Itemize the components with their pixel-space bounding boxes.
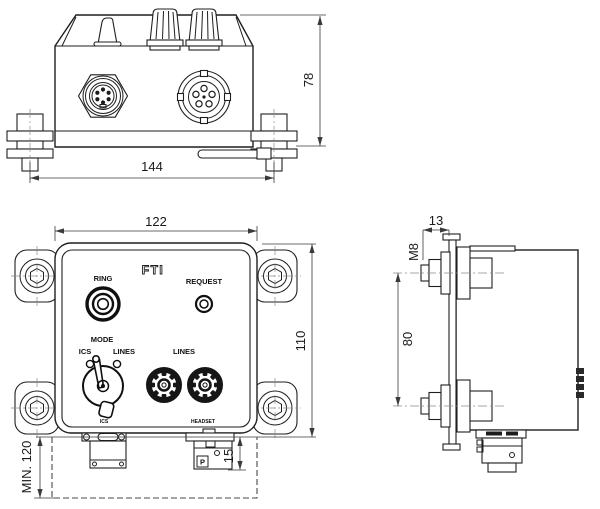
dim-front-height: 78 <box>240 14 326 147</box>
mode-label: MODE <box>91 335 114 344</box>
ring-jack[interactable] <box>85 286 121 322</box>
p-mark: P <box>200 458 205 467</box>
dim-panel-width: 122 <box>54 214 258 241</box>
dim-122-label: 122 <box>145 214 167 229</box>
lines-knob-left[interactable] <box>146 367 182 403</box>
clamp-lever <box>197 147 272 160</box>
dim-bolt-protrusion: 13 <box>422 213 450 260</box>
dim-connector-depth: 15 <box>221 437 246 471</box>
request-indicator <box>194 294 214 314</box>
lines-label: LINES <box>173 347 195 356</box>
ics-connector <box>81 432 127 469</box>
side-bottom-connector <box>475 429 527 473</box>
side-flange <box>442 233 461 451</box>
mode-lines-label: LINES <box>113 347 135 356</box>
dim-13-label: 13 <box>429 213 443 228</box>
dim-144-label: 144 <box>141 159 163 174</box>
panel-view: FTI RING REQUEST MODE ICS LINES <box>10 214 316 499</box>
dim-min-clearance: MIN. 120 <box>19 437 54 499</box>
dim-78-label: 78 <box>301 73 316 87</box>
ring-label: RING <box>94 274 113 283</box>
lines-knob-right[interactable] <box>187 367 223 403</box>
round-connector <box>176 69 232 125</box>
thread-m8-label: M8 <box>406 243 421 261</box>
bottom-headset-label: HEADSET <box>191 419 215 425</box>
bottom-ics-label: ICS <box>100 419 109 425</box>
mode-ics-label: ICS <box>79 347 92 356</box>
side-ribs <box>576 368 584 398</box>
side-view: 13 M8 80 <box>392 213 584 473</box>
mode-toggle-switch[interactable] <box>82 354 124 419</box>
dim-80-label: 80 <box>400 332 415 346</box>
toggle-lever-side <box>93 17 122 47</box>
dim-110-label: 110 <box>293 331 308 352</box>
request-label: REQUEST <box>186 277 223 286</box>
dim-front-width: 144 <box>29 159 275 183</box>
front-view: 144 78 <box>6 8 326 183</box>
dim-panel-height: 110 <box>262 243 316 437</box>
dim-bolt-spacing: 80 <box>395 273 415 406</box>
dim-min120-label: MIN. 120 <box>19 441 34 494</box>
clearance-zone <box>51 437 258 499</box>
brand-logo: FTI <box>142 263 165 277</box>
din-connector <box>77 74 129 118</box>
cable-gland-right <box>185 8 223 51</box>
dim-15-label: 15 <box>221 449 236 463</box>
cable-gland-left <box>146 8 184 51</box>
